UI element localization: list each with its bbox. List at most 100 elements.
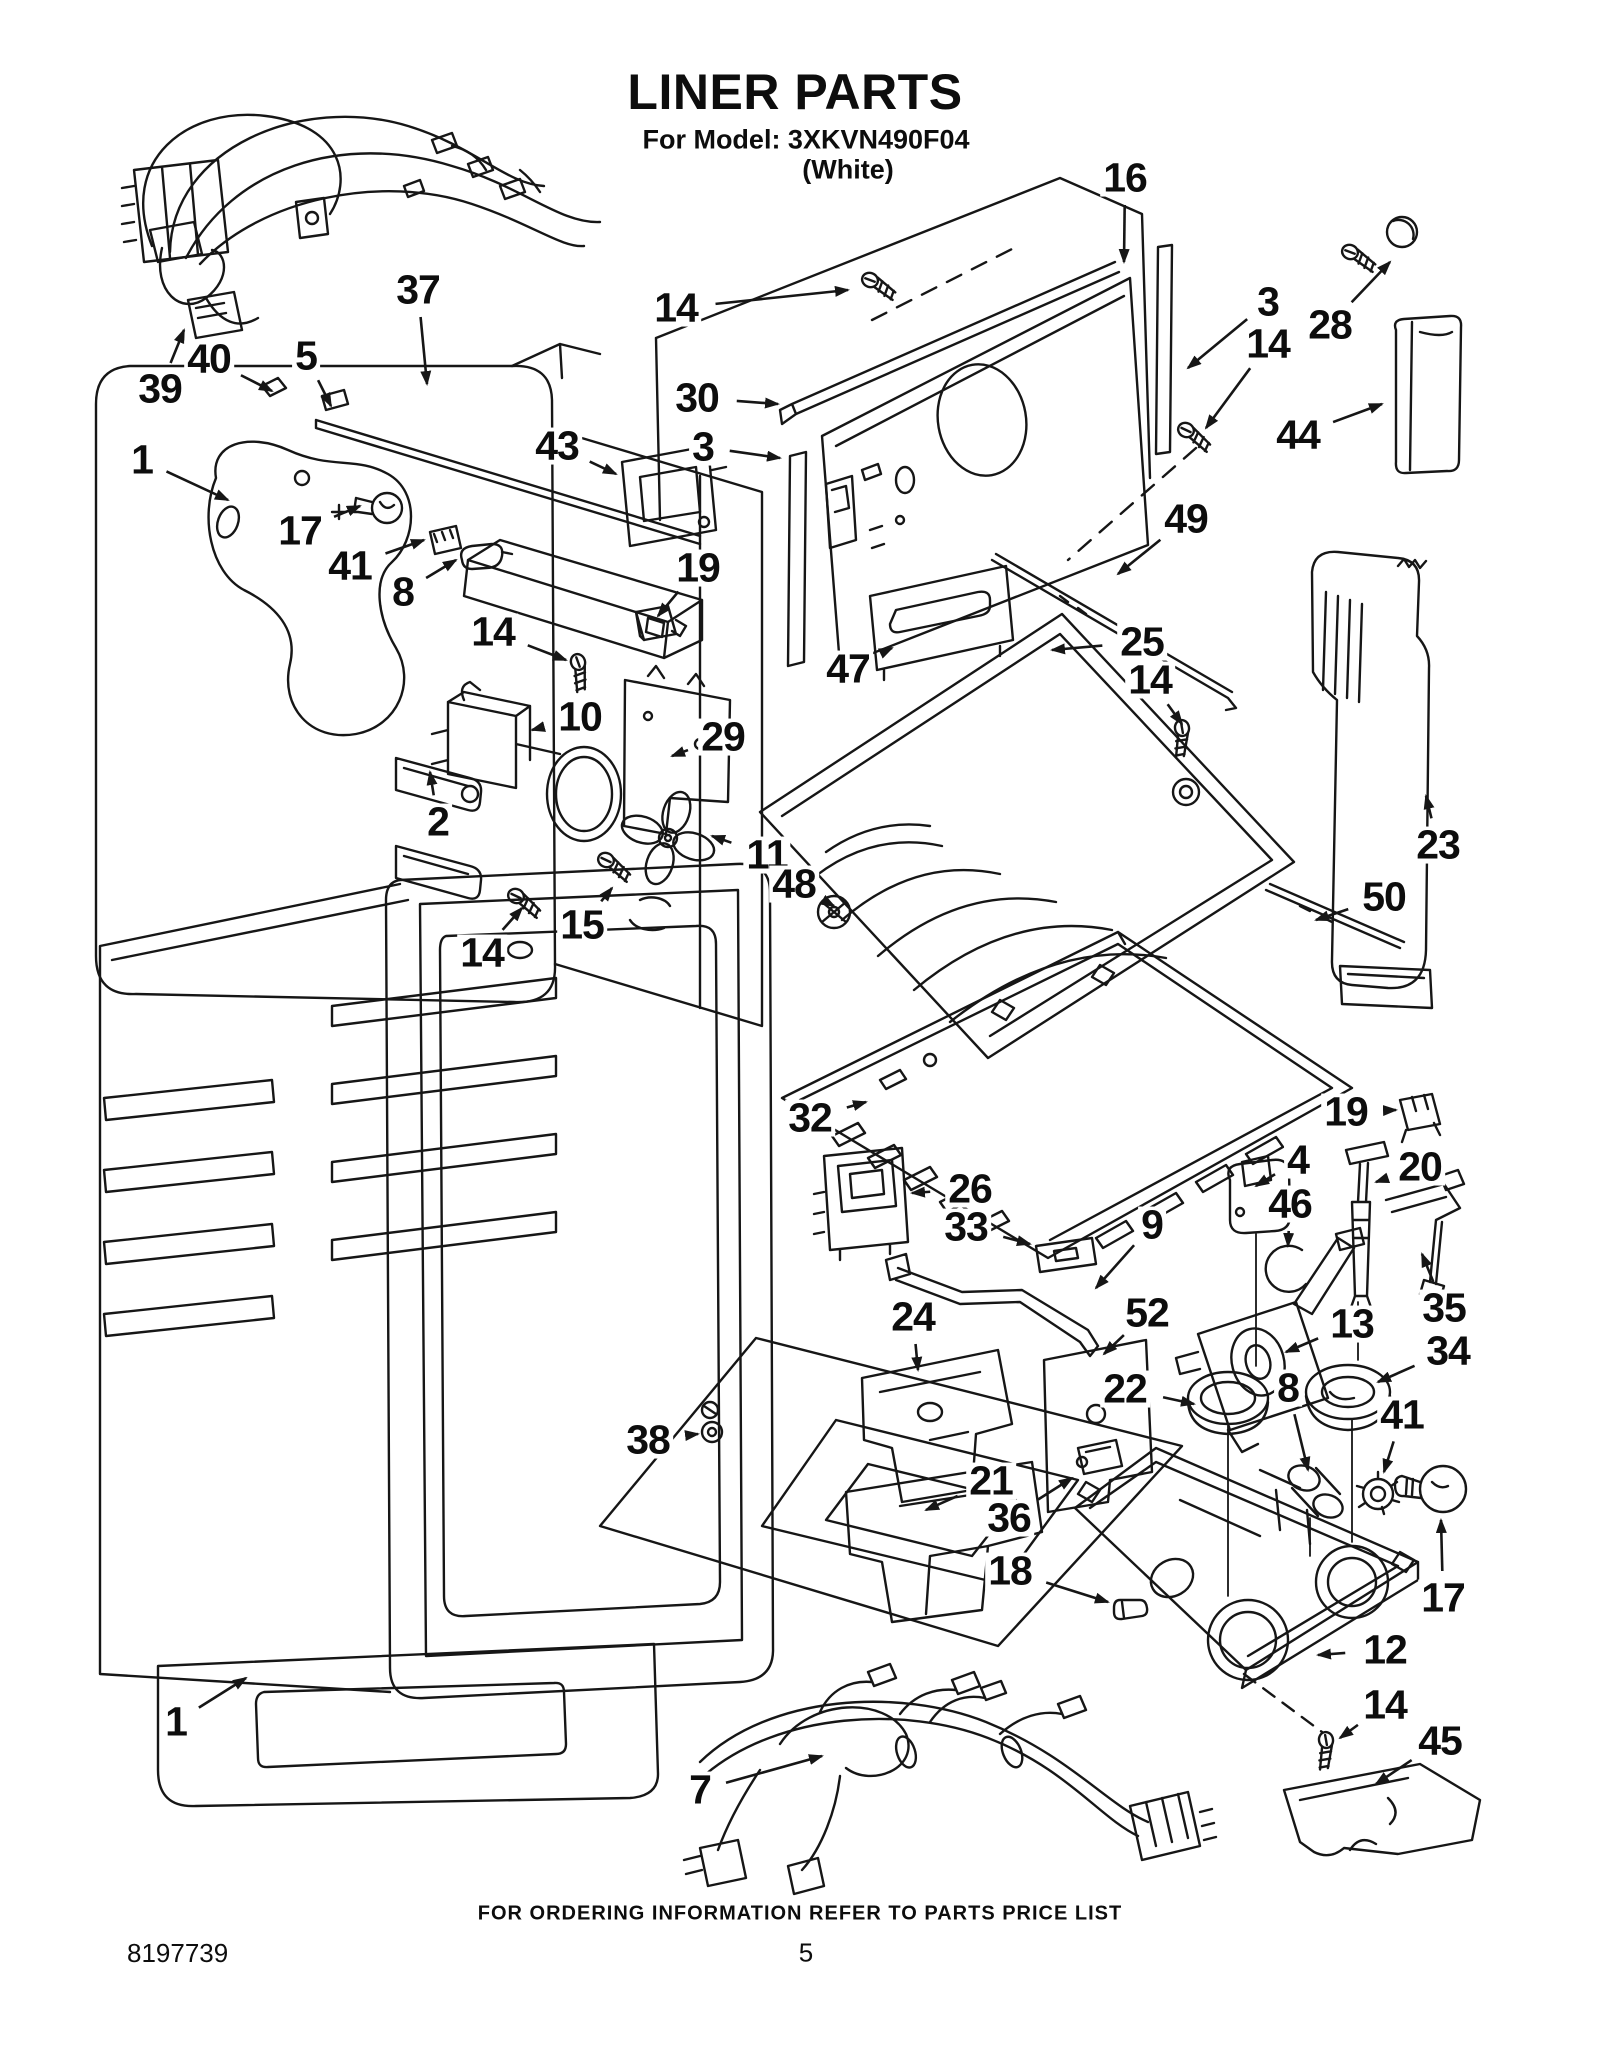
leader-arrow-41 [385,538,426,555]
page-title: LINER PARTS [627,64,963,120]
part-callout-48: 48 [769,863,819,904]
part-callout-38: 38 [623,1419,673,1460]
leader-arrow-7 [725,1754,824,1785]
leader-arrow-1 [165,470,230,502]
hole-cap-28-art [1385,215,1419,249]
part-callout-36: 36 [984,1497,1034,1538]
part-callout-49: 49 [1161,498,1211,539]
lower-parts-cluster-art [812,1092,1482,1857]
leader-arrow-39 [169,328,186,364]
leader-arrow-14 [1204,367,1252,430]
part-callout-37: 37 [393,269,443,310]
leader-arrow-49 [1116,538,1162,576]
part-callout-43: 43 [532,425,582,466]
leader-arrow-33 [1002,1235,1032,1246]
leader-arrow-8 [425,558,458,580]
leader-arrow-1 [198,1676,248,1709]
part-callout-18: 18 [985,1550,1035,1591]
leader-arrow-29 [670,746,689,758]
part-callout-33: 33 [941,1206,991,1247]
part-callout-45: 45 [1415,1720,1465,1761]
fan-blade-11-art [620,790,716,886]
cover-52-art [1042,1338,1154,1514]
leader-arrow-32 [846,1100,868,1111]
lamp-socket-41-art [428,524,463,556]
part-callout-15: 15 [557,904,607,945]
leader-arrow-50 [1314,907,1349,922]
part-callout-17: 17 [1418,1577,1468,1618]
leader-arrow-37 [419,316,432,386]
clip-19-art [1398,1092,1442,1144]
leader-arrow-24 [911,1343,923,1372]
leader-arrow-48 [819,894,836,908]
harness-35-art [1384,1168,1466,1302]
part-callout-40: 40 [184,338,234,379]
leader-arrow-23 [1423,794,1435,819]
leader-arrow-30 [736,397,780,409]
leader-arrow-34 [1376,1364,1416,1384]
part-callout-22: 22 [1100,1368,1150,1409]
color-line: (White) [802,154,894,185]
part-callout-1: 1 [128,439,156,480]
leader-arrow-26 [910,1186,931,1198]
screws-art [506,243,1377,1771]
access-door-47-art [868,564,1015,682]
damper-26-art [812,1146,910,1262]
part-callout-34: 34 [1423,1330,1473,1371]
part-callout-39: 39 [135,368,185,409]
part-callout-3: 3 [1254,281,1282,322]
leader-arrow-14 [715,285,850,306]
part-callout-4: 4 [1284,1139,1312,1180]
part-callout-24: 24 [888,1296,938,1337]
document-number: 8197739 [127,1938,229,1968]
part-callout-20: 20 [1395,1146,1445,1187]
rear-panel-art [654,176,1463,682]
pad-36-art [1076,1438,1124,1476]
part-callout-14: 14 [1243,323,1293,364]
knob-8-art [459,542,514,571]
leader-arrow-13 [1284,1337,1319,1354]
part-callout-8: 8 [389,571,417,612]
page-number: 5 [798,1937,814,1968]
shelf-and-tower-art [758,550,1434,1060]
leader-arrow-3 [729,449,782,462]
part-callout-26: 26 [945,1168,995,1209]
leader-arrow-36 [1037,1476,1074,1501]
leader-arrow-2 [426,770,438,796]
part-callout-5: 5 [292,335,320,376]
part-callout-14: 14 [651,287,701,328]
part-callout-30: 30 [672,377,722,418]
plate-33-art [1034,1236,1098,1274]
leader-arrow-52 [1102,1334,1125,1356]
part-callout-41: 41 [1377,1394,1427,1435]
grommet-38-art [700,1420,724,1444]
leader-arrow-5 [316,379,333,408]
leader-arrow-22 [1162,1395,1196,1407]
part-callout-19: 19 [673,547,723,588]
part-callout-46: 46 [1265,1183,1315,1224]
leader-arrow-21 [924,1494,959,1512]
footer-note: FOR ORDERING INFORMATION REFER TO PARTS … [477,1902,1123,1925]
part-callout-19: 19 [1321,1091,1371,1132]
leader-arrow-38 [684,1430,700,1442]
part-callout-44: 44 [1273,414,1323,455]
part-callout-7: 7 [686,1769,714,1810]
leader-arrow-28 [1350,260,1392,304]
leader-arrow-47 [877,646,894,659]
part-callout-12: 12 [1360,1629,1410,1670]
part-callout-3: 3 [689,426,717,467]
leader-arrow-3 [1186,318,1249,370]
part-callout-14: 14 [1360,1684,1410,1725]
leader-arrow-41 [1382,1441,1395,1474]
leader-arrow-35 [1420,1252,1435,1283]
check-valve-18-art [1112,1598,1149,1621]
leader-arrow-25 [1050,643,1103,655]
leader-arrow-40 [240,374,274,393]
leader-arrow-8 [1293,1413,1311,1472]
bottom-wire-harness-art [682,1662,1324,1896]
handle-cover-44-art [1393,314,1463,475]
